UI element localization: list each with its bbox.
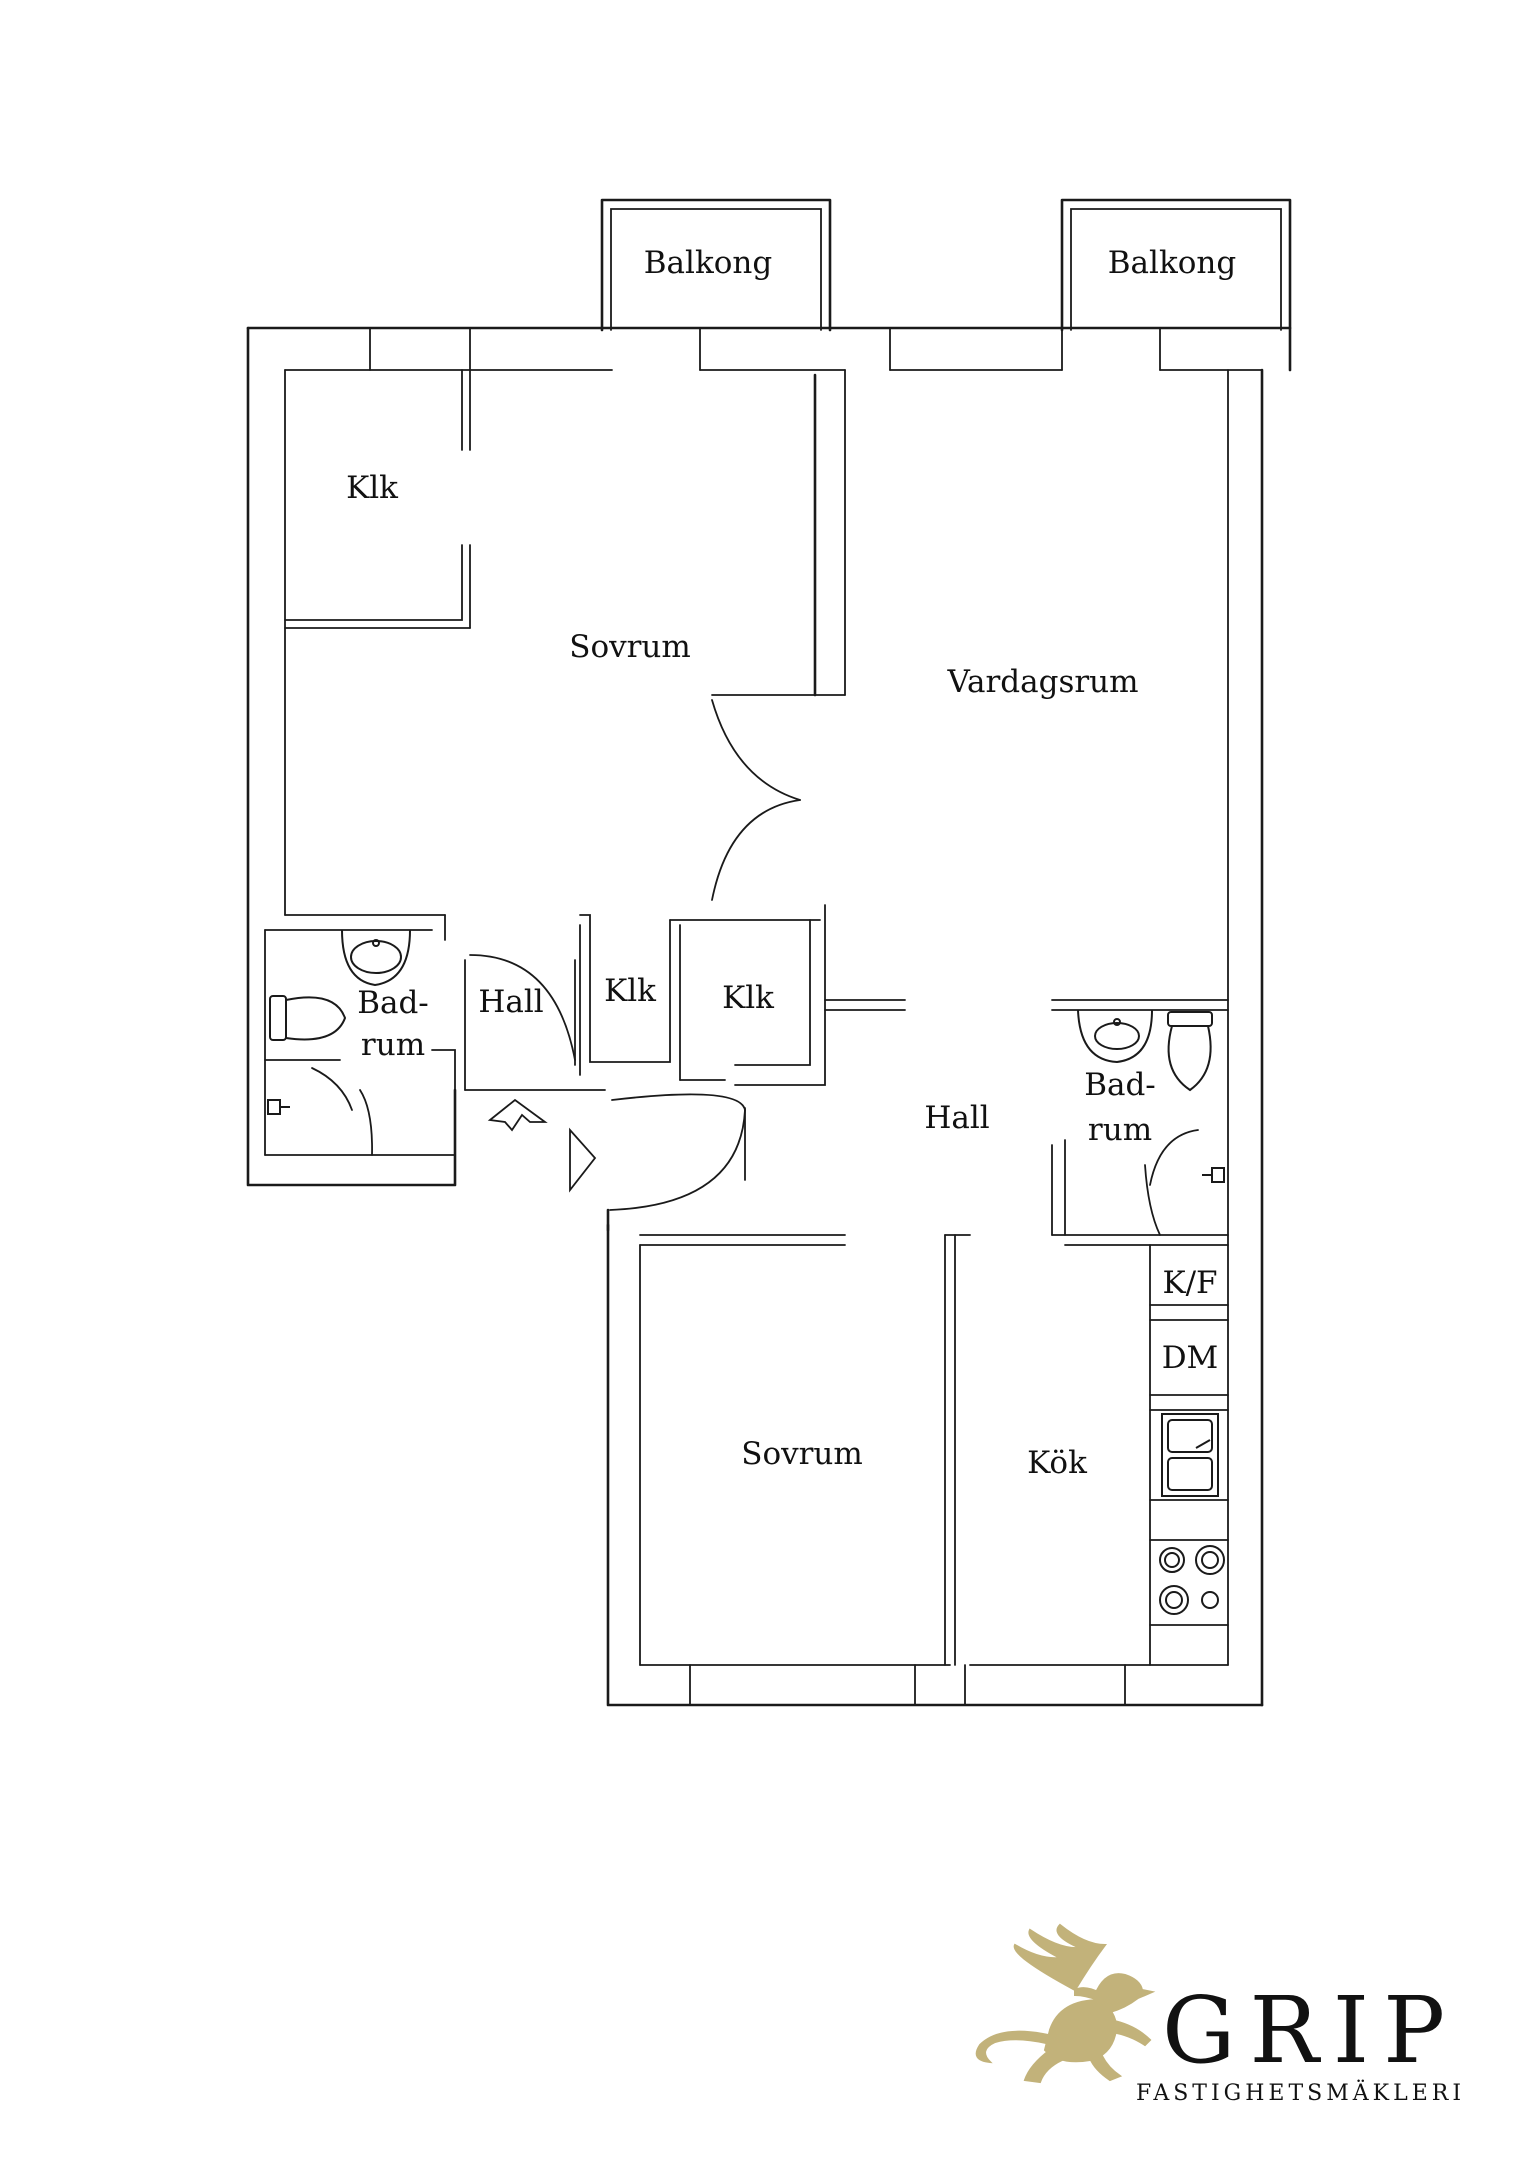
entry-arrow-icon bbox=[487, 1098, 548, 1132]
sink-icon bbox=[1077, 1009, 1153, 1064]
room-label-klk-mid-2: Klk bbox=[722, 980, 774, 1016]
room-label-klk-mid-1: Klk bbox=[604, 973, 656, 1009]
room-label-balkong-left: Balkong bbox=[644, 245, 772, 281]
brand-logo: GRIP FASTIGHETSMÄKLERI bbox=[975, 1923, 1465, 2106]
balcony-left bbox=[600, 198, 832, 332]
logo-name: GRIP bbox=[1162, 1977, 1459, 2084]
balcony-right bbox=[1060, 198, 1292, 372]
logo-subtitle: FASTIGHETSMÄKLERI bbox=[1136, 2079, 1465, 2106]
room-labels: Balkong Balkong Klk Sovrum Vardagsrum Ba… bbox=[346, 245, 1236, 1481]
griffin-icon bbox=[975, 1923, 1156, 2084]
interior-walls bbox=[264, 369, 1229, 1666]
room-label-badrum-left-1: Bad- bbox=[357, 985, 429, 1021]
room-label-hall-center: Hall bbox=[924, 1100, 989, 1136]
room-label-badrum-left-2: rum bbox=[361, 1027, 425, 1063]
room-label-dm: DM bbox=[1162, 1340, 1219, 1376]
room-label-kok: Kök bbox=[1027, 1445, 1087, 1481]
faucet-icon bbox=[267, 1099, 290, 1115]
doors bbox=[311, 699, 1199, 1236]
faucet-icon bbox=[1202, 1167, 1225, 1183]
room-label-hall-left: Hall bbox=[478, 984, 543, 1020]
room-label-klk-top: Klk bbox=[346, 470, 398, 506]
sink-icon bbox=[341, 929, 411, 987]
room-label-sovrum-bottom: Sovrum bbox=[741, 1436, 863, 1472]
fixtures bbox=[267, 929, 1225, 1615]
room-label-balkong-right: Balkong bbox=[1108, 245, 1236, 281]
room-label-kf: K/F bbox=[1162, 1265, 1217, 1301]
room-label-badrum-right-1: Bad- bbox=[1084, 1067, 1156, 1103]
entry-arrow-icon bbox=[569, 1127, 597, 1193]
room-label-vardagsrum: Vardagsrum bbox=[946, 664, 1138, 700]
stove-icon bbox=[1159, 1545, 1225, 1615]
kitchen-sink-icon bbox=[1161, 1413, 1219, 1497]
room-label-badrum-right-2: rum bbox=[1088, 1112, 1152, 1148]
room-label-sovrum-top: Sovrum bbox=[569, 629, 691, 665]
toilet-icon bbox=[269, 995, 347, 1041]
toilet-icon bbox=[1167, 1011, 1213, 1092]
